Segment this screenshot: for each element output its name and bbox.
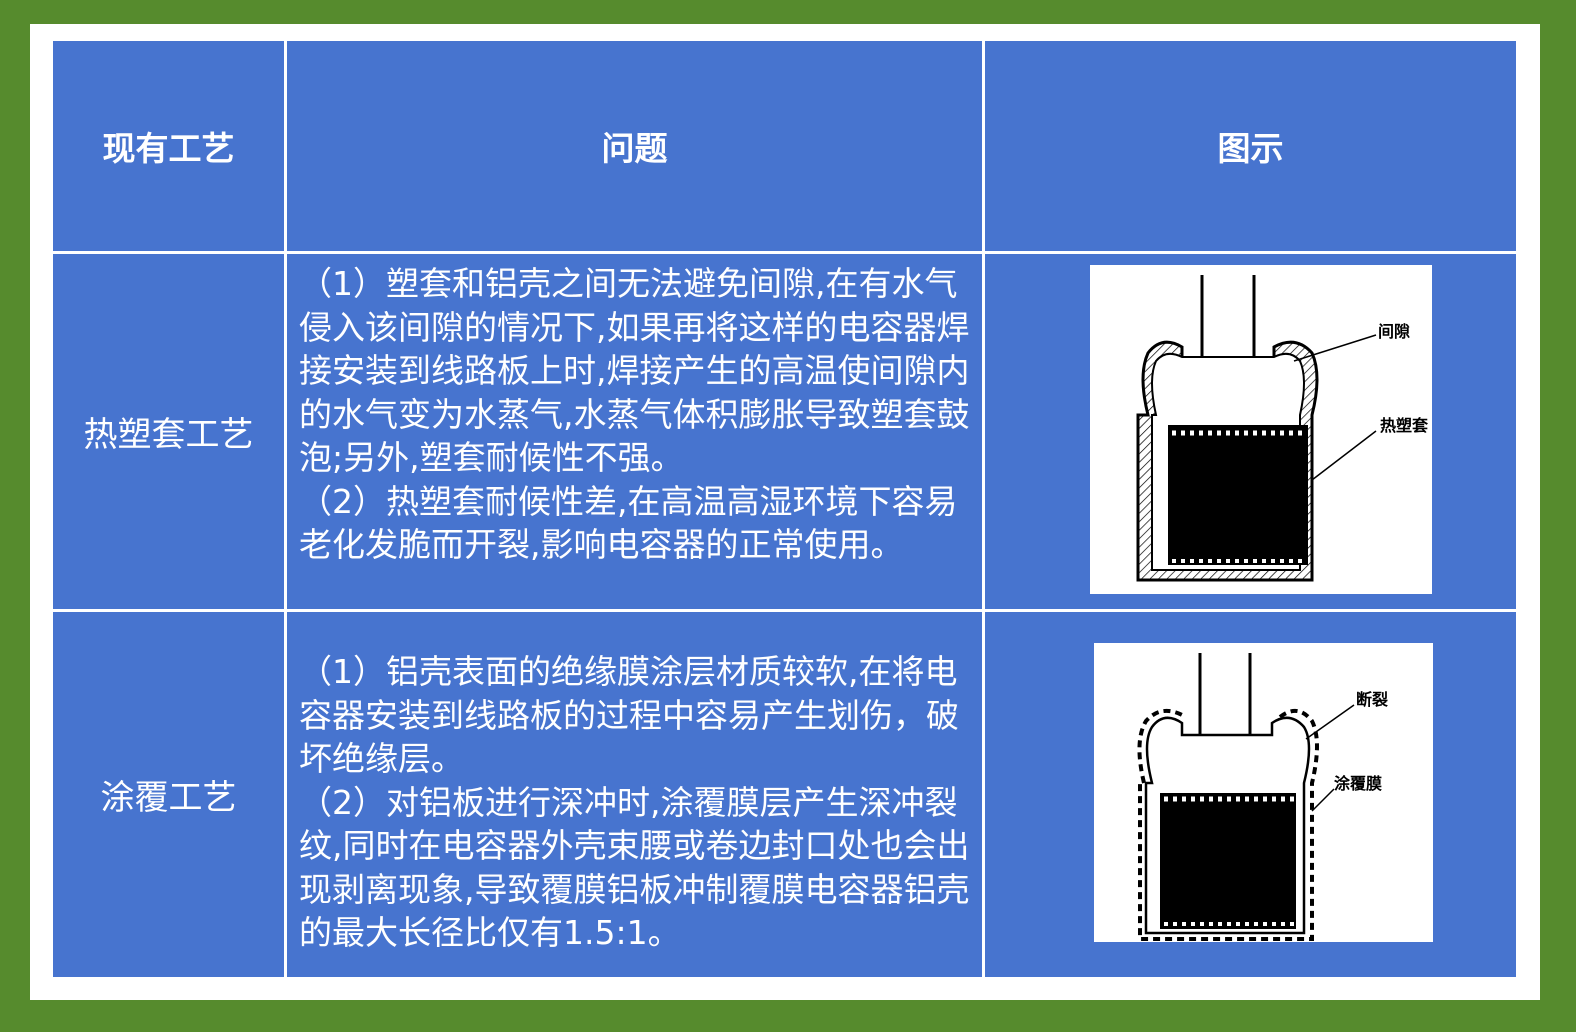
label-gap: 间隙 — [1378, 322, 1410, 341]
capacitor-element — [1167, 425, 1308, 565]
header-figure: 图示 — [982, 38, 1519, 254]
gap-leader-line — [1293, 334, 1376, 362]
problem-cell: （1）塑套和铝壳之间无法避免间隙,在有水气侵入该间隙的情况下,如果再将这样的电容… — [284, 251, 985, 612]
crack-leader-line — [1305, 704, 1355, 740]
capacitor-diagram-svg: 断裂 涂覆膜 — [1137, 653, 1388, 941]
capacitor-coating-diagram: 断裂 涂覆膜 — [1094, 643, 1433, 942]
header-row: 现有工艺 问题 图示 — [50, 38, 1519, 254]
problem-item: （1）铝壳表面的绝缘膜涂层材质较软,在将电容器安装到线路板的过程中容易产生划伤，… — [299, 652, 959, 778]
table-row: 涂覆工艺 （1）铝壳表面的绝缘膜涂层材质较软,在将电容器安装到线路板的过程中容易… — [50, 609, 1519, 980]
label-coating-film: 涂覆膜 — [1334, 774, 1382, 793]
label-heat-shrink: 热塑套 — [1380, 416, 1429, 435]
sleeve-leader-line — [1311, 430, 1376, 481]
process-comparison-table: 现有工艺 问题 图示 热塑套工艺 （1）塑套和铝壳之间无法避免间隙,在有水气侵入… — [50, 38, 1519, 980]
figure-cell: 断裂 涂覆膜 — [982, 609, 1519, 980]
capacitor-diagram-svg: 间隙 热塑套 — [1136, 275, 1429, 582]
header-process: 现有工艺 — [50, 38, 287, 254]
table-row: 热塑套工艺 （1）塑套和铝壳之间无法避免间隙,在有水气侵入该间隙的情况下,如果再… — [50, 251, 1519, 612]
header-problem: 问题 — [284, 38, 985, 254]
problem-item: （2）热塑套耐候性差,在高温高湿环境下容易老化发脆而开裂,影响电容器的正常使用。 — [299, 481, 958, 565]
figure-cell: 间隙 热塑套 — [982, 251, 1519, 612]
capacitor-heat-shrink-diagram: 间隙 热塑套 — [1089, 265, 1432, 594]
label-crack: 断裂 — [1356, 690, 1388, 709]
problem-item: （1）塑套和铝壳之间无法避免间隙,在有水气侵入该间隙的情况下,如果再将这样的电容… — [299, 264, 970, 477]
problem-item: （2）对铝板进行深冲时,涂覆膜层产生深冲裂纹,同时在电容器外壳束腰或卷边封口处也… — [299, 782, 970, 953]
process-name: 热塑套工艺 — [50, 251, 287, 612]
process-name: 涂覆工艺 — [50, 609, 287, 980]
coating-leader-line — [1311, 788, 1335, 812]
capacitor-element — [1160, 793, 1296, 929]
coating-film — [1137, 709, 1319, 941]
problem-cell: （1）铝壳表面的绝缘膜涂层材质较软,在将电容器安装到线路板的过程中容易产生划伤，… — [284, 609, 985, 980]
